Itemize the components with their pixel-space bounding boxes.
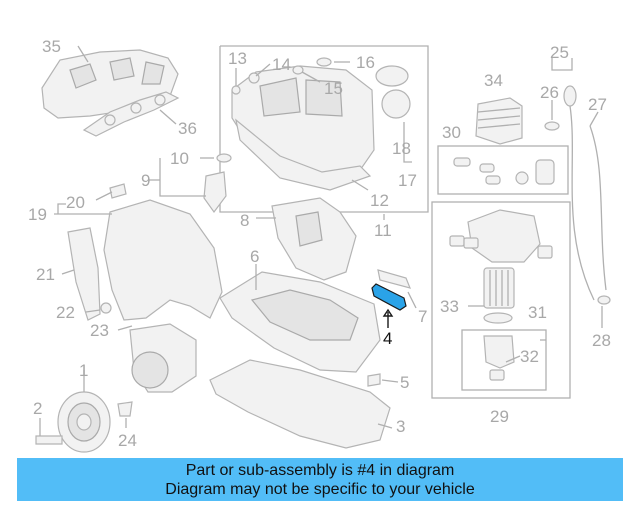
- upper-oil-pan-part: [219, 271, 381, 373]
- crank-pulley-part: [57, 391, 111, 453]
- gasket-kit-part: [453, 157, 555, 185]
- callout-16: 16: [356, 53, 375, 72]
- callout-14: 14: [272, 55, 291, 74]
- callout-20: 20: [66, 193, 85, 212]
- leader-lines: [39, 45, 603, 436]
- manifold-gasket-part: [82, 91, 180, 137]
- callout-28: 28: [592, 331, 611, 350]
- oil-cap-part: [375, 65, 411, 119]
- callout-26: 26: [540, 83, 559, 102]
- callout-17: 17: [398, 171, 417, 190]
- bracket-part: [271, 197, 357, 281]
- callout-19: 19: [28, 205, 47, 224]
- banner-line-2: Diagram may not be specific to your vehi…: [165, 480, 475, 498]
- callout-2: 2: [33, 399, 42, 418]
- filter-cap-part: [483, 335, 515, 381]
- lower-cover-part: [129, 323, 197, 393]
- callout-10: 10: [170, 149, 189, 168]
- callout-9: 9: [141, 171, 150, 190]
- callout-33: 33: [440, 297, 459, 316]
- part-info-banner: Part or sub-assembly is #4 in diagram Di…: [17, 458, 623, 501]
- callout-35: 35: [42, 37, 61, 56]
- banner-line-1: Part or sub-assembly is #4 in diagram: [185, 461, 455, 479]
- callout-11: 11: [374, 221, 392, 240]
- bolt-22-part: [100, 302, 112, 314]
- callout-34: 34: [484, 71, 503, 90]
- timing-cover-part: [67, 183, 223, 321]
- callout-36: 36: [178, 119, 197, 138]
- callout-31: 31: [528, 303, 547, 322]
- gasket-7-part: [377, 269, 412, 289]
- callout-25: 25: [550, 43, 569, 62]
- valve-cover-part: [231, 65, 375, 191]
- highlighted-part-4: [371, 283, 407, 328]
- callout-22: 22: [56, 303, 75, 322]
- callout-30: 30: [442, 123, 461, 142]
- callout-15: 15: [324, 79, 343, 98]
- callout-3: 3: [396, 417, 405, 436]
- callout-21: 21: [36, 265, 55, 284]
- sensor-part: [203, 153, 232, 214]
- dipstick-part: [544, 85, 611, 305]
- filter-housing-part: [449, 209, 553, 324]
- drain-plug-part: [367, 373, 381, 387]
- small-fittings: [231, 57, 332, 95]
- pulley-bolt-part: [35, 435, 63, 445]
- callout-24: 24: [118, 431, 137, 450]
- callout-12: 12: [370, 191, 389, 210]
- callout-5: 5: [400, 373, 409, 392]
- lower-oil-pan-part: [209, 359, 391, 449]
- callout-29: 29: [490, 407, 509, 426]
- callout-23: 23: [90, 321, 109, 340]
- callout-labels: 1 2 3 4 5 6 7 8 9 10 11 12 13 14 15 16 1…: [28, 37, 611, 450]
- oil-cooler-part: [475, 97, 523, 145]
- filter-housing-box: [431, 201, 571, 399]
- callout-8: 8: [240, 211, 249, 230]
- callout-27: 27: [588, 95, 607, 114]
- callout-13: 13: [228, 49, 247, 68]
- bolt-24-part: [117, 401, 133, 417]
- callout-6: 6: [250, 247, 259, 266]
- callout-32: 32: [520, 347, 539, 366]
- gasket-kit-box: [437, 145, 569, 195]
- callout-4: 4: [383, 329, 392, 348]
- callout-18: 18: [392, 139, 411, 158]
- filter-cap-box: [461, 329, 547, 391]
- callout-7: 7: [418, 307, 427, 326]
- callout-1: 1: [79, 361, 88, 380]
